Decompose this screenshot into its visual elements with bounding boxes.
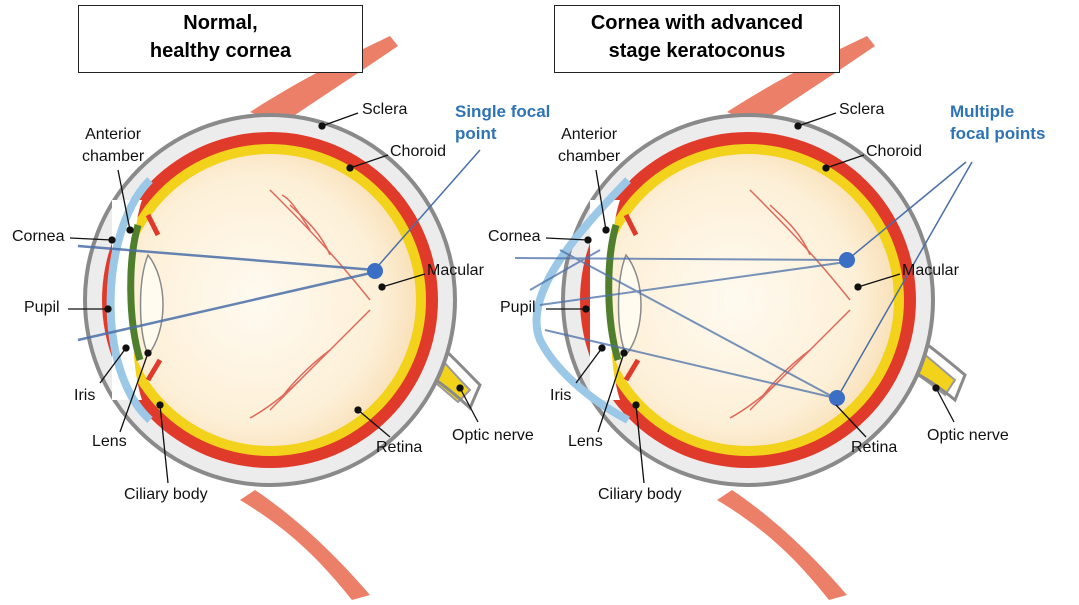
label-macular: Macular (427, 262, 484, 279)
label-lens: Lens (92, 433, 127, 450)
label-retina: Retina (376, 439, 423, 456)
cornea-conical (532, 177, 631, 424)
label-iris: Iris (550, 387, 572, 404)
label-iris: Iris (74, 387, 96, 404)
label-ciliary-body: Ciliary body (124, 486, 208, 503)
extraocular-muscle-bottom (240, 490, 370, 600)
focal-pointer-lines (839, 161, 973, 394)
vitreous-body (124, 154, 416, 446)
title-line-1: Normal, (183, 12, 258, 34)
extraocular-muscle-bottom (717, 490, 847, 600)
label-retina: Retina (851, 439, 898, 456)
label-pupil: Pupil (500, 299, 536, 316)
eye-normal (68, 36, 482, 600)
iris (127, 224, 144, 362)
title-normal: Normal, healthy cornea (78, 5, 363, 73)
focal-point-1 (839, 252, 855, 268)
label-optic-nerve: Optic nerve (452, 427, 534, 444)
light-rays (77, 244, 376, 342)
focal-point-2 (829, 390, 845, 406)
label-optic-nerve: Optic nerve (927, 427, 1009, 444)
label-lens: Lens (568, 433, 603, 450)
title-keratoconus: Cornea with advanced stage keratoconus (554, 5, 840, 73)
light-rays (514, 249, 847, 399)
blood-vessels (249, 189, 371, 419)
label-sclera: Sclera (839, 101, 885, 118)
focal-point-single (367, 263, 383, 279)
label-multiple-focal-points: Multiple focal points (950, 102, 1046, 143)
label-cornea: Cornea (488, 228, 541, 245)
label-choroid: Choroid (866, 143, 923, 160)
ciliary-body (145, 213, 163, 382)
leader-lines (545, 112, 955, 484)
label-sclera: Sclera (362, 101, 408, 118)
label-cornea: Cornea (12, 228, 65, 245)
vitreous-body (602, 154, 894, 446)
title-line-2: stage keratoconus (608, 40, 786, 62)
label-ciliary-body: Ciliary body (598, 486, 682, 503)
label-anterior-chamber: Anterior chamber (82, 126, 145, 165)
title-line-2: healthy cornea (149, 40, 292, 62)
label-choroid: Choroid (390, 143, 447, 160)
label-macular: Macular (902, 262, 959, 279)
ciliary-body (623, 213, 641, 382)
label-anterior-chamber: Anterior chamber (558, 126, 621, 165)
eye-keratoconus (514, 36, 973, 600)
leader-lines (68, 112, 479, 484)
title-line-1: Cornea with advanced (590, 12, 804, 34)
anterior-mask (590, 200, 620, 400)
label-single-focal-point: Single focal point (455, 102, 551, 143)
label-pupil: Pupil (24, 299, 60, 316)
focal-pointer-line (377, 149, 481, 267)
